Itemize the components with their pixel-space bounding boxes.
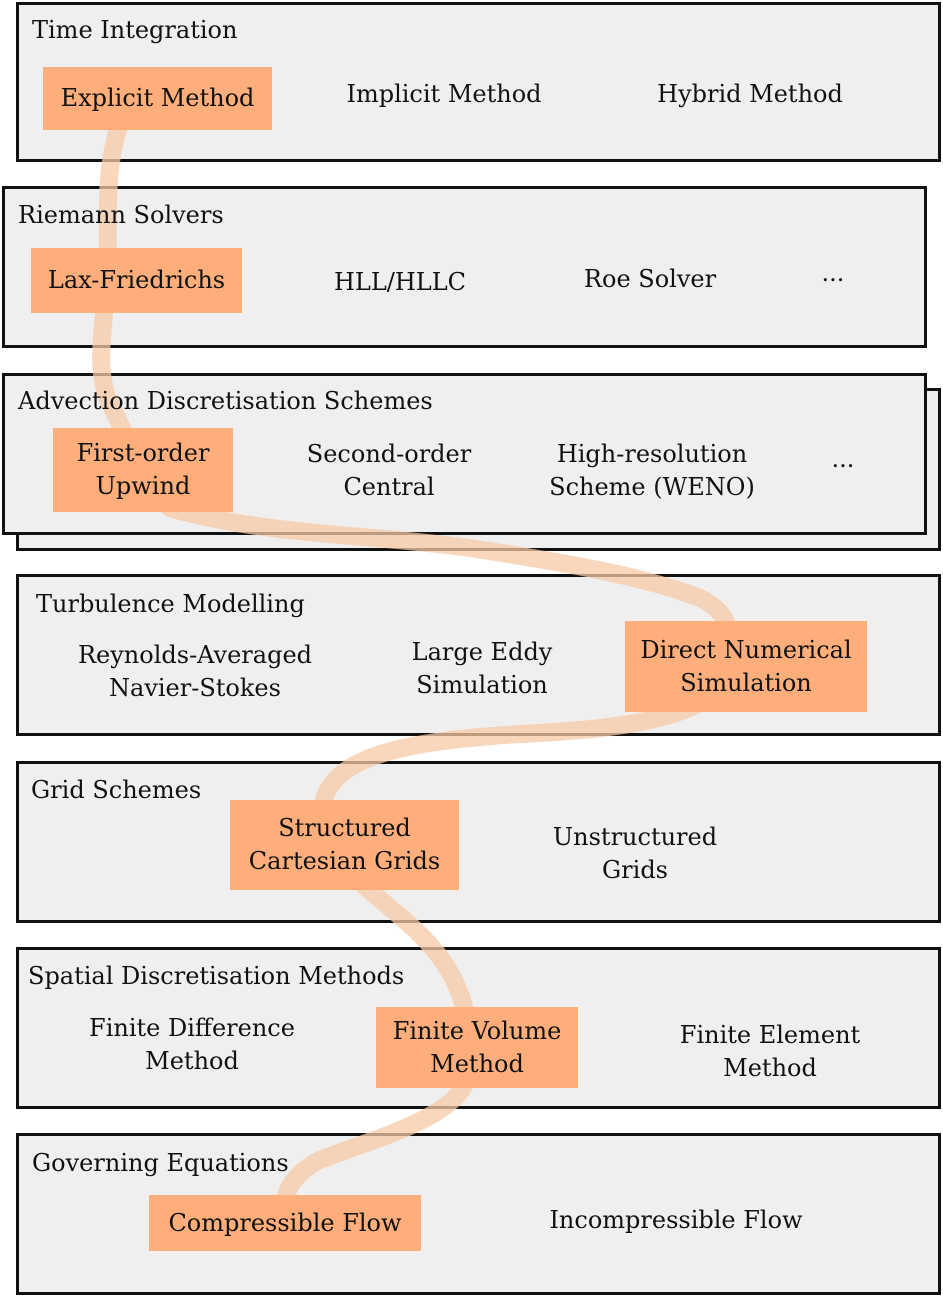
option-advection-more[interactable]: ... [831, 444, 855, 473]
option-compressible-flow[interactable]: Compressible Flow [149, 1195, 421, 1251]
option-finite-element[interactable]: Finite Element Method [679, 1021, 861, 1082]
option-finite-difference[interactable]: Finite Difference Method [89, 1014, 295, 1075]
panel-title-riemann-solvers: Riemann Solvers [18, 201, 224, 229]
option-dns[interactable]: Direct Numerical Simulation [625, 621, 867, 712]
option-riemann-more[interactable]: ... [821, 258, 845, 287]
panel-title-governing: Governing Equations [32, 1149, 289, 1177]
option-second-order-central[interactable]: Second-order Central [306, 440, 472, 501]
option-finite-volume[interactable]: Finite Volume Method [376, 1007, 578, 1088]
panel-title-grid-schemes: Grid Schemes [31, 776, 202, 804]
option-incompressible-flow[interactable]: Incompressible Flow [549, 1205, 803, 1234]
option-weno[interactable]: High-resolution Scheme (WENO) [549, 440, 755, 501]
option-unstructured[interactable]: Unstructured Grids [552, 823, 718, 884]
option-first-order-upwind[interactable]: First-order Upwind [53, 428, 233, 512]
option-hll-hllc[interactable]: HLL/HLLC [333, 267, 467, 296]
option-les[interactable]: Large Eddy Simulation [411, 638, 553, 699]
panel-title-spatial: Spatial Discretisation Methods [28, 962, 405, 990]
panel-title-advection: Advection Discretisation Schemes [18, 387, 433, 415]
panel-title-time-integration: Time Integration [32, 16, 238, 44]
option-implicit-method[interactable]: Implicit Method [346, 79, 542, 108]
option-hybrid-method[interactable]: Hybrid Method [657, 79, 843, 108]
option-explicit-method[interactable]: Explicit Method [43, 67, 272, 130]
option-structured-cartesian[interactable]: Structured Cartesian Grids [230, 800, 459, 890]
option-lax-friedrichs[interactable]: Lax-Friedrichs [31, 248, 242, 313]
option-roe-solver[interactable]: Roe Solver [583, 264, 717, 293]
option-rans[interactable]: Reynolds-Averaged Navier-Stokes [77, 641, 313, 702]
panel-title-turbulence: Turbulence Modelling [36, 590, 305, 618]
